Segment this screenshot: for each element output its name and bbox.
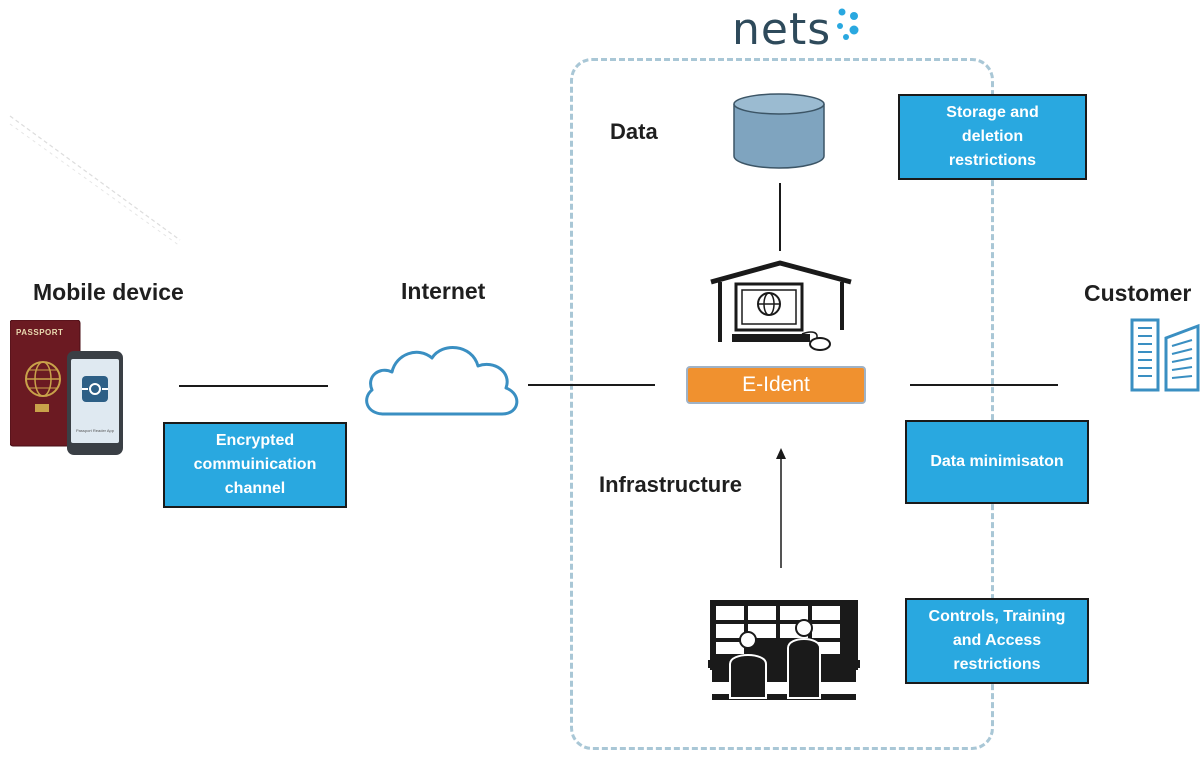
line-internet-eident — [528, 384, 655, 386]
data-label: Data — [610, 119, 658, 144]
cloud-icon — [365, 346, 519, 416]
nets-logo: nets — [732, 4, 831, 55]
app-label: Passport Reader App — [75, 428, 115, 433]
encrypted-channel-box: Encrypted commuinication channel — [163, 422, 347, 508]
control-room-icon — [708, 600, 860, 700]
infrastructure-label: Infrastructure — [599, 472, 743, 497]
line-db-eident — [779, 183, 781, 251]
storage-restrictions-box: Storage and deletion restrictions — [898, 94, 1087, 180]
eident-label: E-Ident — [742, 373, 810, 396]
passport-icon — [9, 319, 81, 447]
database-icon — [733, 93, 825, 169]
buildings-icon — [1130, 318, 1200, 392]
passport-label: PASSPORT — [16, 328, 64, 337]
arrow-up-icon — [776, 448, 786, 568]
mobile-device-label: Mobile device — [33, 279, 184, 305]
controls-training-box: Controls, Training and Access restrictio… — [905, 598, 1089, 684]
line-eident-customer — [910, 384, 1058, 386]
data-minimisation-box: Data minimisaton — [905, 420, 1089, 504]
encrypted-channel-text: Encrypted commuinication channel — [193, 432, 317, 497]
phone-icon — [67, 351, 123, 455]
computer-house-icon — [710, 260, 852, 351]
logo-text: nets — [732, 4, 832, 55]
internet-label: Internet — [401, 278, 486, 304]
eident-block: E-Ident — [686, 366, 866, 404]
controls-training-text: Controls, Training and Access restrictio… — [928, 608, 1066, 673]
line-device-internet — [179, 385, 328, 387]
data-minimisation-text: Data minimisaton — [930, 453, 1064, 470]
logo-dots — [837, 8, 859, 40]
decorative-dashes — [9, 115, 181, 247]
nets-boundary-frame — [570, 58, 994, 750]
mobile-device-illustration: PASSPORT Passport Reader App — [9, 319, 126, 455]
customer-label: Customer — [1084, 280, 1192, 306]
storage-restrictions-text: Storage and deletion restrictions — [946, 104, 1039, 169]
